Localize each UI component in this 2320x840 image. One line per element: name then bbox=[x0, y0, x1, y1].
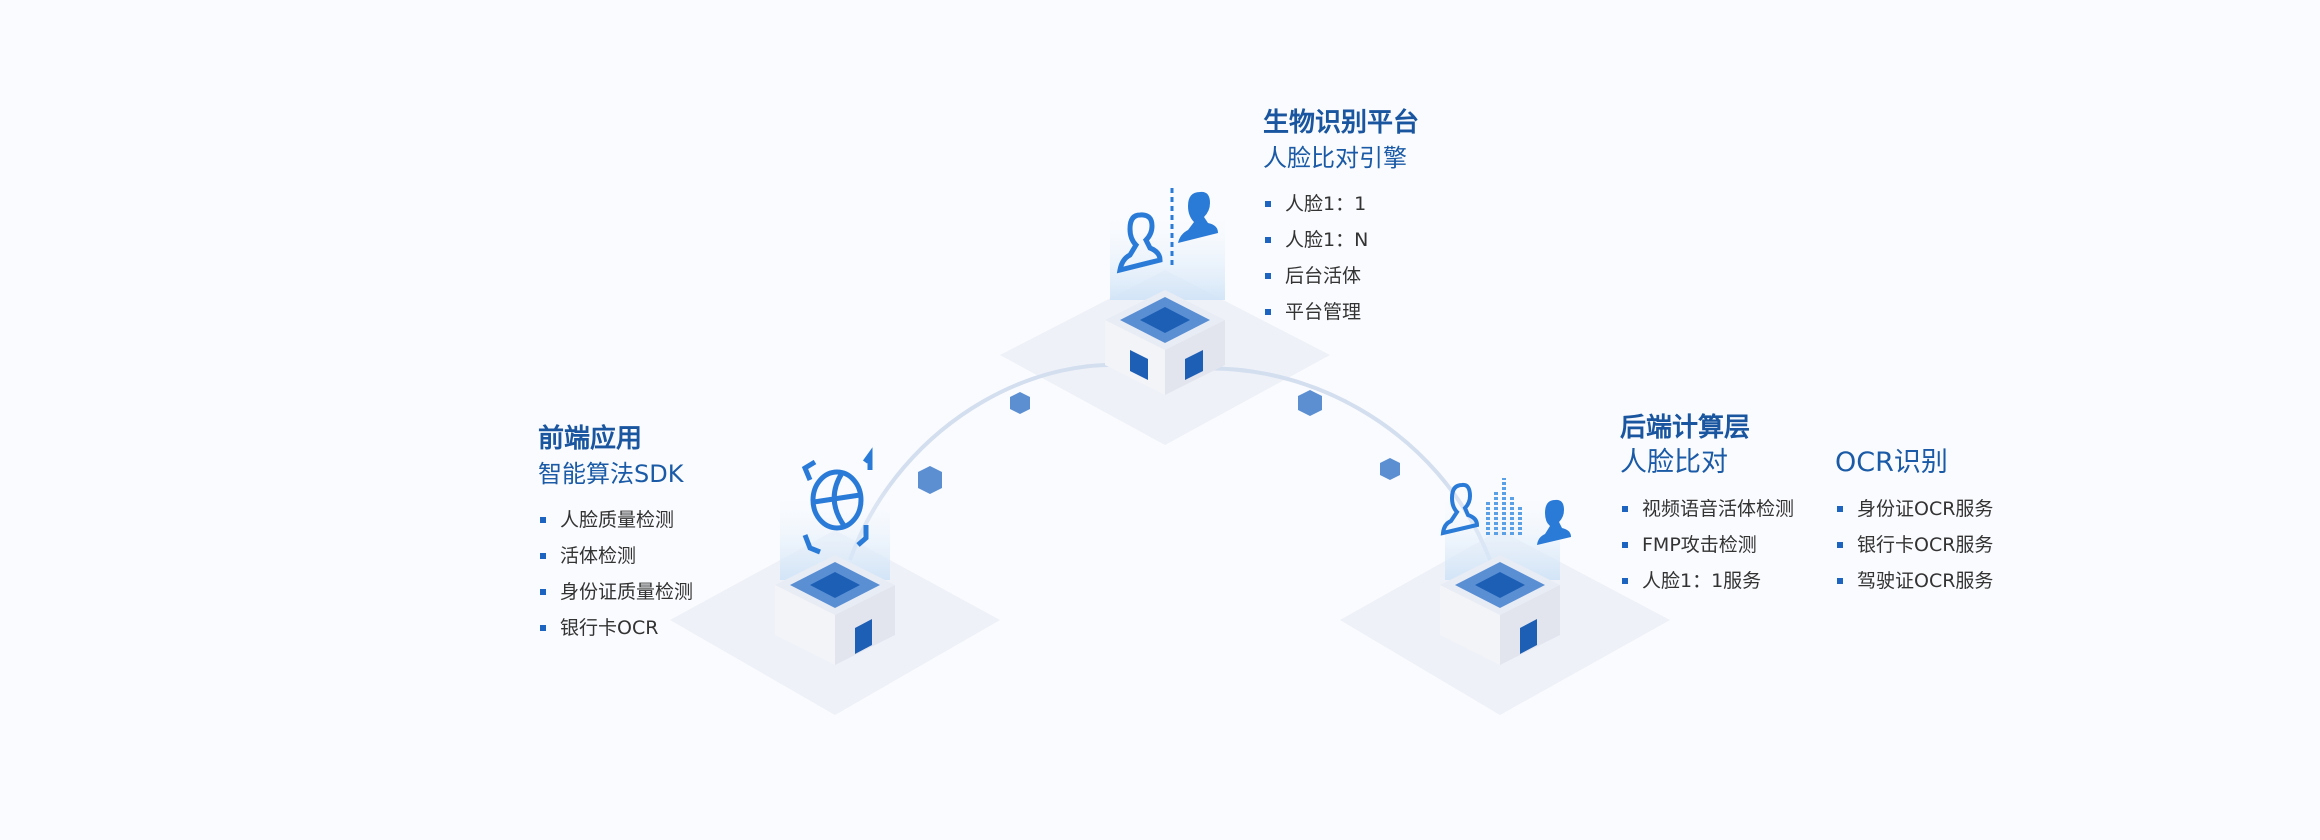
list-item: 银行卡OCR服务 bbox=[1835, 527, 1993, 563]
platform-list: 人脸1：1 人脸1：N 后台活体 平台管理 bbox=[1263, 186, 1419, 330]
platform-title: 生物识别平台 bbox=[1263, 108, 1420, 138]
cube-node bbox=[918, 466, 942, 494]
list-item: 驾驶证OCR服务 bbox=[1835, 563, 1993, 599]
list-item: 人脸质量检测 bbox=[538, 502, 693, 538]
cube-node bbox=[1298, 390, 1322, 416]
backend-title: 后端计算层 bbox=[1620, 413, 1751, 443]
frontend-subtitle: 智能算法SDK bbox=[538, 460, 684, 488]
frontend-list: 人脸质量检测 活体检测 身份证质量检测 银行卡OCR bbox=[538, 502, 693, 646]
face-compare-icon bbox=[1116, 188, 1218, 274]
list-item: 人脸1：1 bbox=[1263, 186, 1419, 222]
list-item: 银行卡OCR bbox=[538, 610, 693, 646]
frontend-box bbox=[775, 447, 895, 665]
list-item: 视频语音活体检测 bbox=[1620, 491, 1794, 527]
list-item: 人脸1：1服务 bbox=[1620, 563, 1775, 599]
frontend-title: 前端应用 bbox=[538, 424, 643, 454]
list-item: 活体检测 bbox=[538, 538, 693, 574]
list-item: FMP攻击检测 bbox=[1620, 527, 1775, 563]
backend-subtitle: 人脸比对 bbox=[1620, 447, 1728, 478]
frontend-section: 前端应用 智能算法SDK 人脸质量检测 活体检测 身份证质量检测 银行卡OCR bbox=[538, 422, 693, 646]
platform-section: 生物识别平台 人脸比对引擎 人脸1：1 人脸1：N 后台活体 平台管理 bbox=[1263, 106, 1419, 330]
cube-node bbox=[1010, 392, 1030, 414]
list-item: 后台活体 bbox=[1263, 258, 1419, 294]
cube-node bbox=[1380, 458, 1400, 480]
backend-face-list: 视频语音活体检测 FMP攻击检测 人脸1：1服务 bbox=[1620, 491, 1794, 599]
backend-column-ocr: OCR识别 身份证OCR服务 银行卡OCR服务 驾驶证OCR服务 bbox=[1835, 445, 1993, 599]
backend-ocr-list: 身份证OCR服务 银行卡OCR服务 驾驶证OCR服务 bbox=[1835, 491, 1993, 599]
platform-box bbox=[1105, 188, 1225, 395]
backend-column-face: 人脸比对 视频语音活体检测 FMP攻击检测 人脸1：1服务 bbox=[1620, 445, 1794, 599]
face-scan-icon bbox=[801, 447, 873, 555]
list-item: 身份证OCR服务 bbox=[1835, 491, 1993, 527]
list-item: 人脸1：N bbox=[1263, 222, 1419, 258]
backend-box bbox=[1440, 478, 1571, 665]
face-analysis-icon bbox=[1440, 478, 1571, 545]
list-item: 平台管理 bbox=[1263, 294, 1419, 330]
list-item: 身份证质量检测 bbox=[538, 574, 693, 610]
backend-section: 后端计算层 人脸比对 视频语音活体检测 FMP攻击检测 人脸1：1服务 OCR识… bbox=[1620, 411, 1993, 599]
platform-subtitle: 人脸比对引擎 bbox=[1263, 144, 1407, 172]
backend-subtitle: OCR识别 bbox=[1835, 447, 1948, 478]
